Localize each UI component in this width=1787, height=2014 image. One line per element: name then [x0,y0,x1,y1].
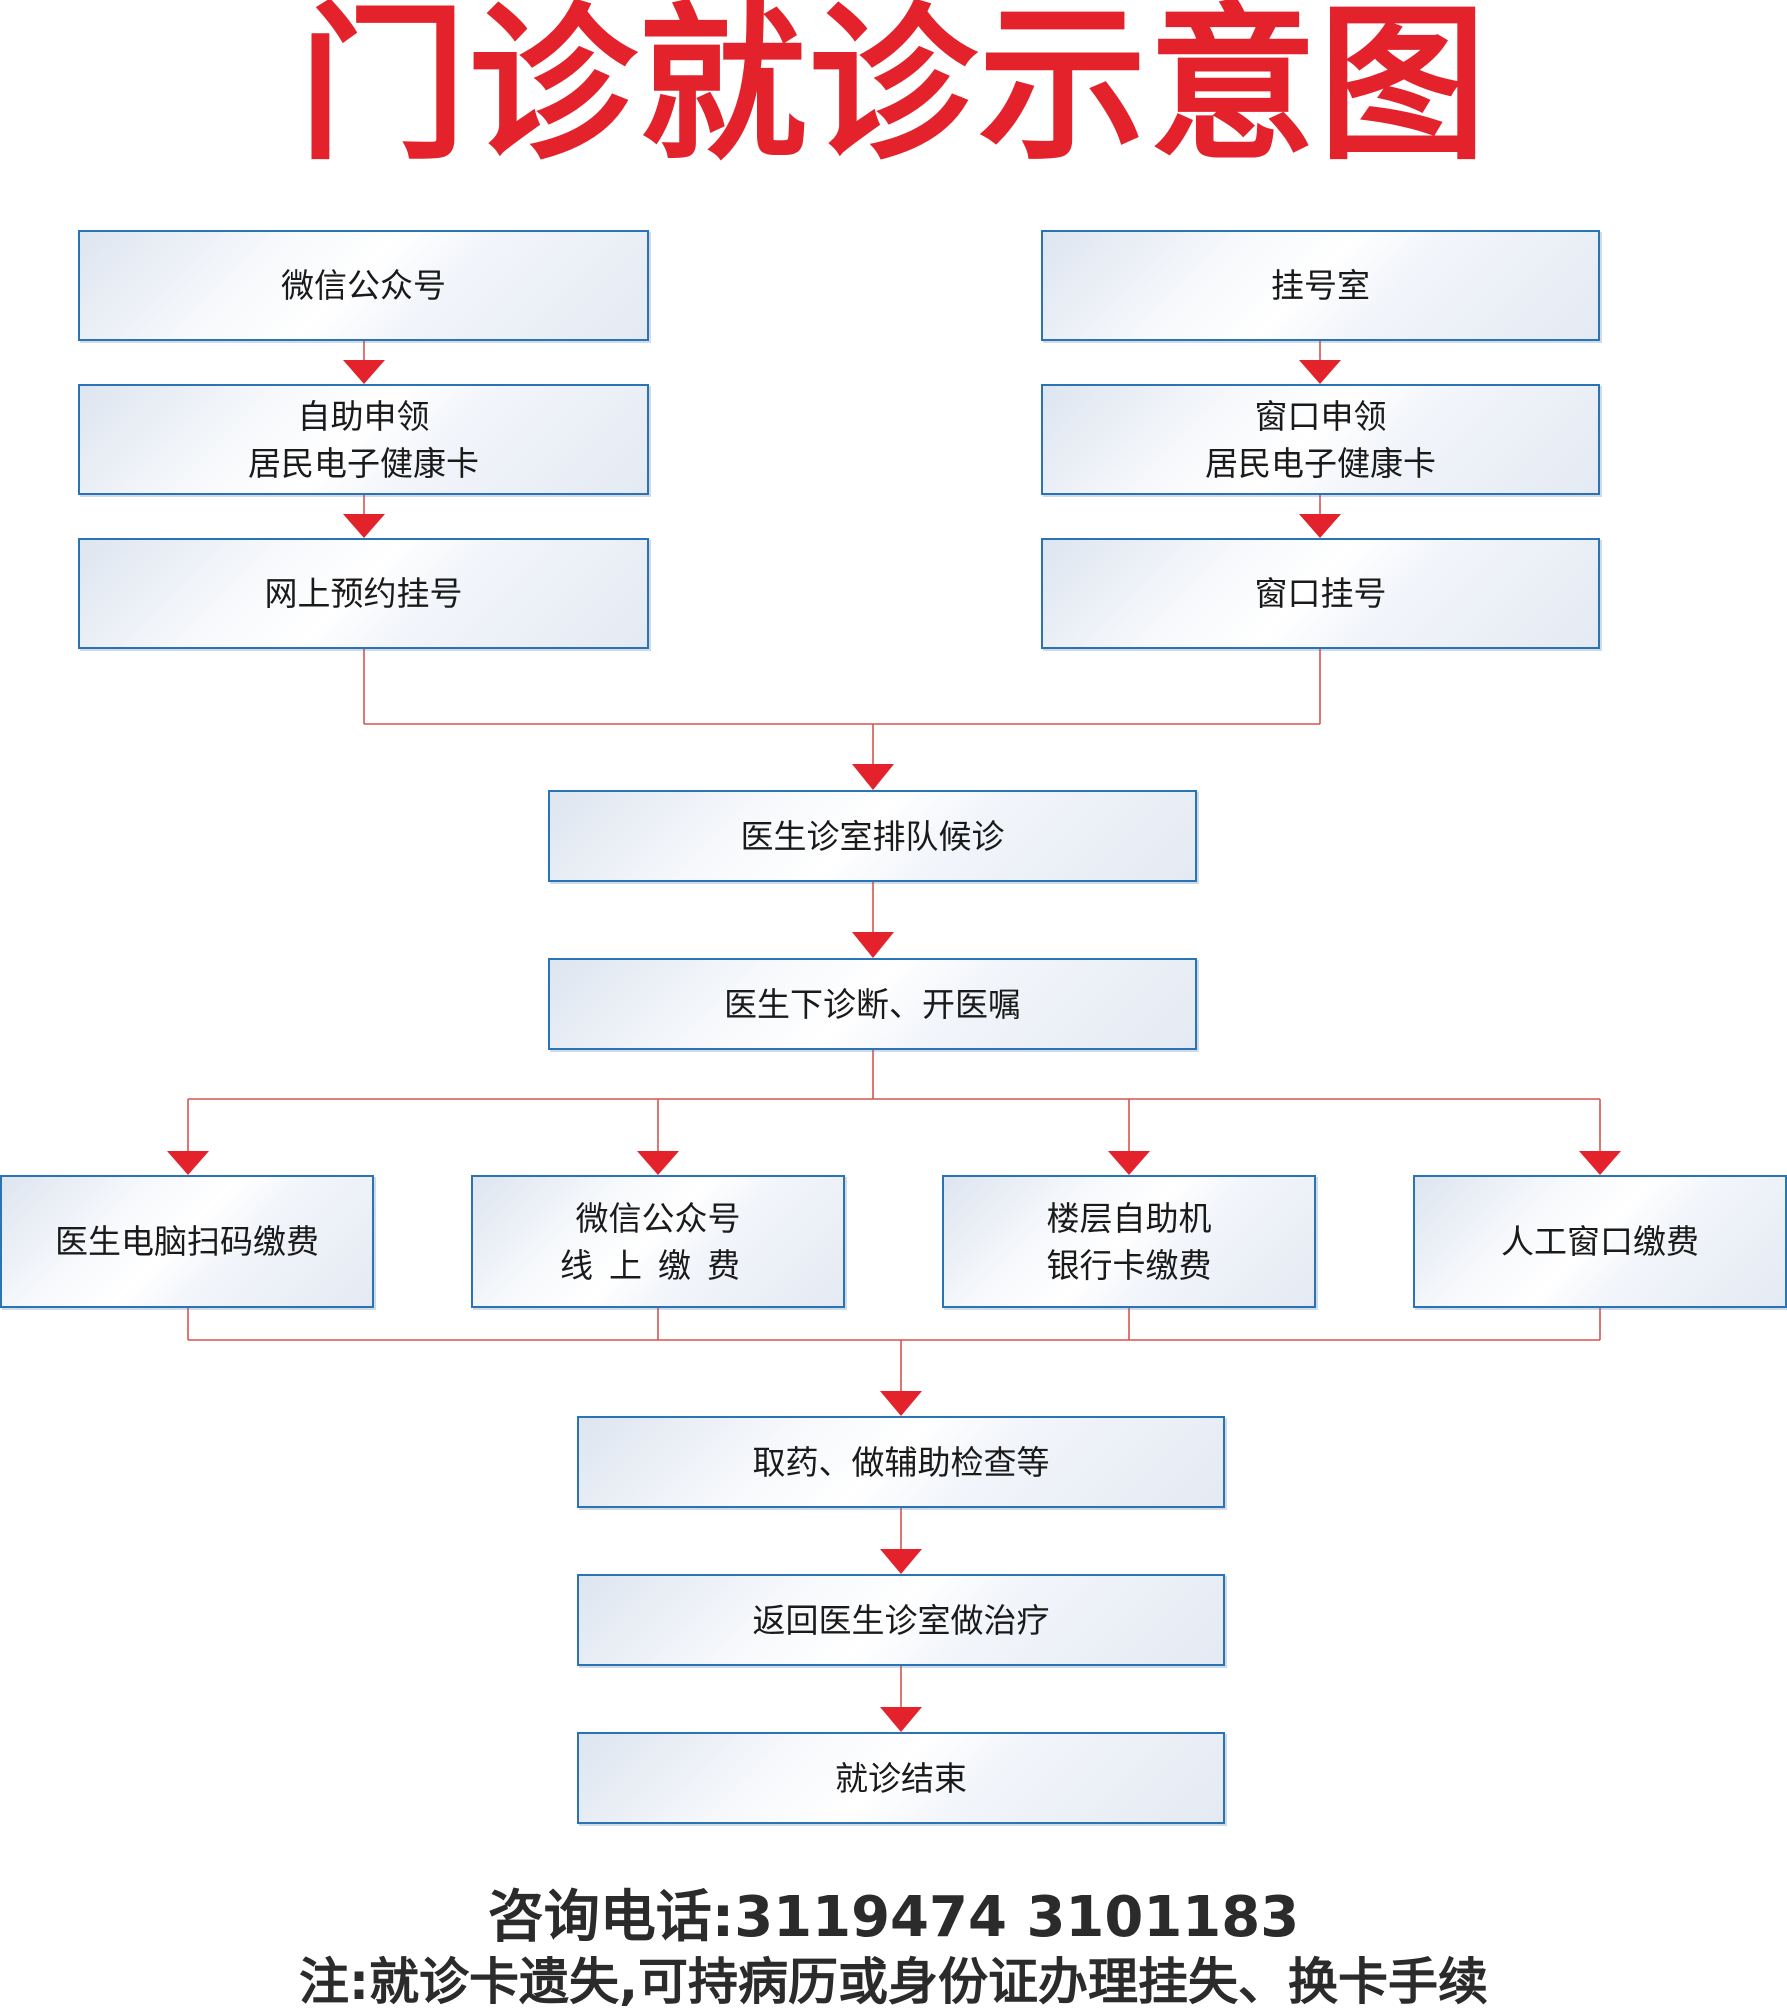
step-wechat-account: 微信公众号 [78,230,649,341]
arrow-down-icon [637,1151,679,1175]
step-label: 网上预约挂号 [264,574,463,613]
step-label: 取药、做辅助检查等 [752,1442,1050,1482]
step-label: 医生诊室排队候诊 [740,816,1005,856]
step-label: 医生电脑扫码缴费 [55,1222,319,1261]
step-pay-wechat-online: 微信公众号 线上缴费 [471,1175,845,1308]
step-pay-manual-window: 人工窗口缴费 [1413,1175,1787,1308]
step-pay-self-service-machine: 楼层自助机 银行卡缴费 [942,1175,1316,1308]
arrow-down-icon [1579,1151,1621,1175]
step-label: 微信公众号 [281,266,446,305]
arrow-down-icon [1299,514,1341,538]
lost-card-note: 注:就诊卡遗失,可持病历或身份证办理挂失、换卡手续 [299,1953,1488,2011]
arrow-down-icon [880,1707,922,1732]
step-online-booking: 网上预约挂号 [78,538,649,649]
step-label-line-1: 自助申领 [297,396,430,436]
step-label: 窗口挂号 [1254,574,1387,613]
step-label: 就诊结束 [835,1758,967,1798]
step-label-line-2: 居民电子健康卡 [248,443,479,483]
step-visit-end: 就诊结束 [577,1732,1225,1824]
arrow-down-icon [852,764,894,790]
step-label-line-2: 线上缴费 [560,1245,756,1285]
step-label-line-2: 居民电子健康卡 [1205,443,1436,483]
step-window-apply-health-card: 窗口申领 居民电子健康卡 [1041,384,1600,495]
arrow-down-icon [852,932,894,958]
page-title: 门诊就诊示意图 [298,0,1489,183]
step-label-line-1: 微信公众号 [575,1198,741,1238]
step-queue-waiting: 医生诊室排队候诊 [548,790,1197,882]
step-label-line-1: 窗口申领 [1254,396,1387,436]
consult-phone: 咨询电话:3119474 3101183 [487,1885,1300,1950]
arrow-down-icon [1108,1151,1150,1175]
arrow-down-icon [1299,360,1341,384]
step-return-treatment: 返回医生诊室做治疗 [577,1574,1225,1666]
step-registration-room: 挂号室 [1041,230,1600,341]
step-label: 医生下诊断、开医嘱 [724,984,1021,1024]
step-label-line-1: 楼层自助机 [1046,1198,1212,1238]
arrow-down-icon [167,1151,209,1175]
step-window-register: 窗口挂号 [1041,538,1600,649]
step-label: 人工窗口缴费 [1501,1222,1699,1261]
step-diagnosis-orders: 医生下诊断、开医嘱 [548,958,1197,1050]
step-medicine-exam: 取药、做辅助检查等 [577,1416,1225,1508]
arrow-down-icon [880,1549,922,1574]
step-label: 返回医生诊室做治疗 [752,1600,1050,1640]
step-pay-scan: 医生电脑扫码缴费 [0,1175,374,1308]
arrow-down-icon [343,360,385,384]
step-label-line-2: 银行卡缴费 [1046,1245,1212,1285]
arrow-down-icon [880,1391,922,1416]
step-label: 挂号室 [1271,266,1370,305]
arrow-down-icon [343,514,385,538]
step-self-apply-health-card: 自助申领 居民电子健康卡 [78,384,649,495]
